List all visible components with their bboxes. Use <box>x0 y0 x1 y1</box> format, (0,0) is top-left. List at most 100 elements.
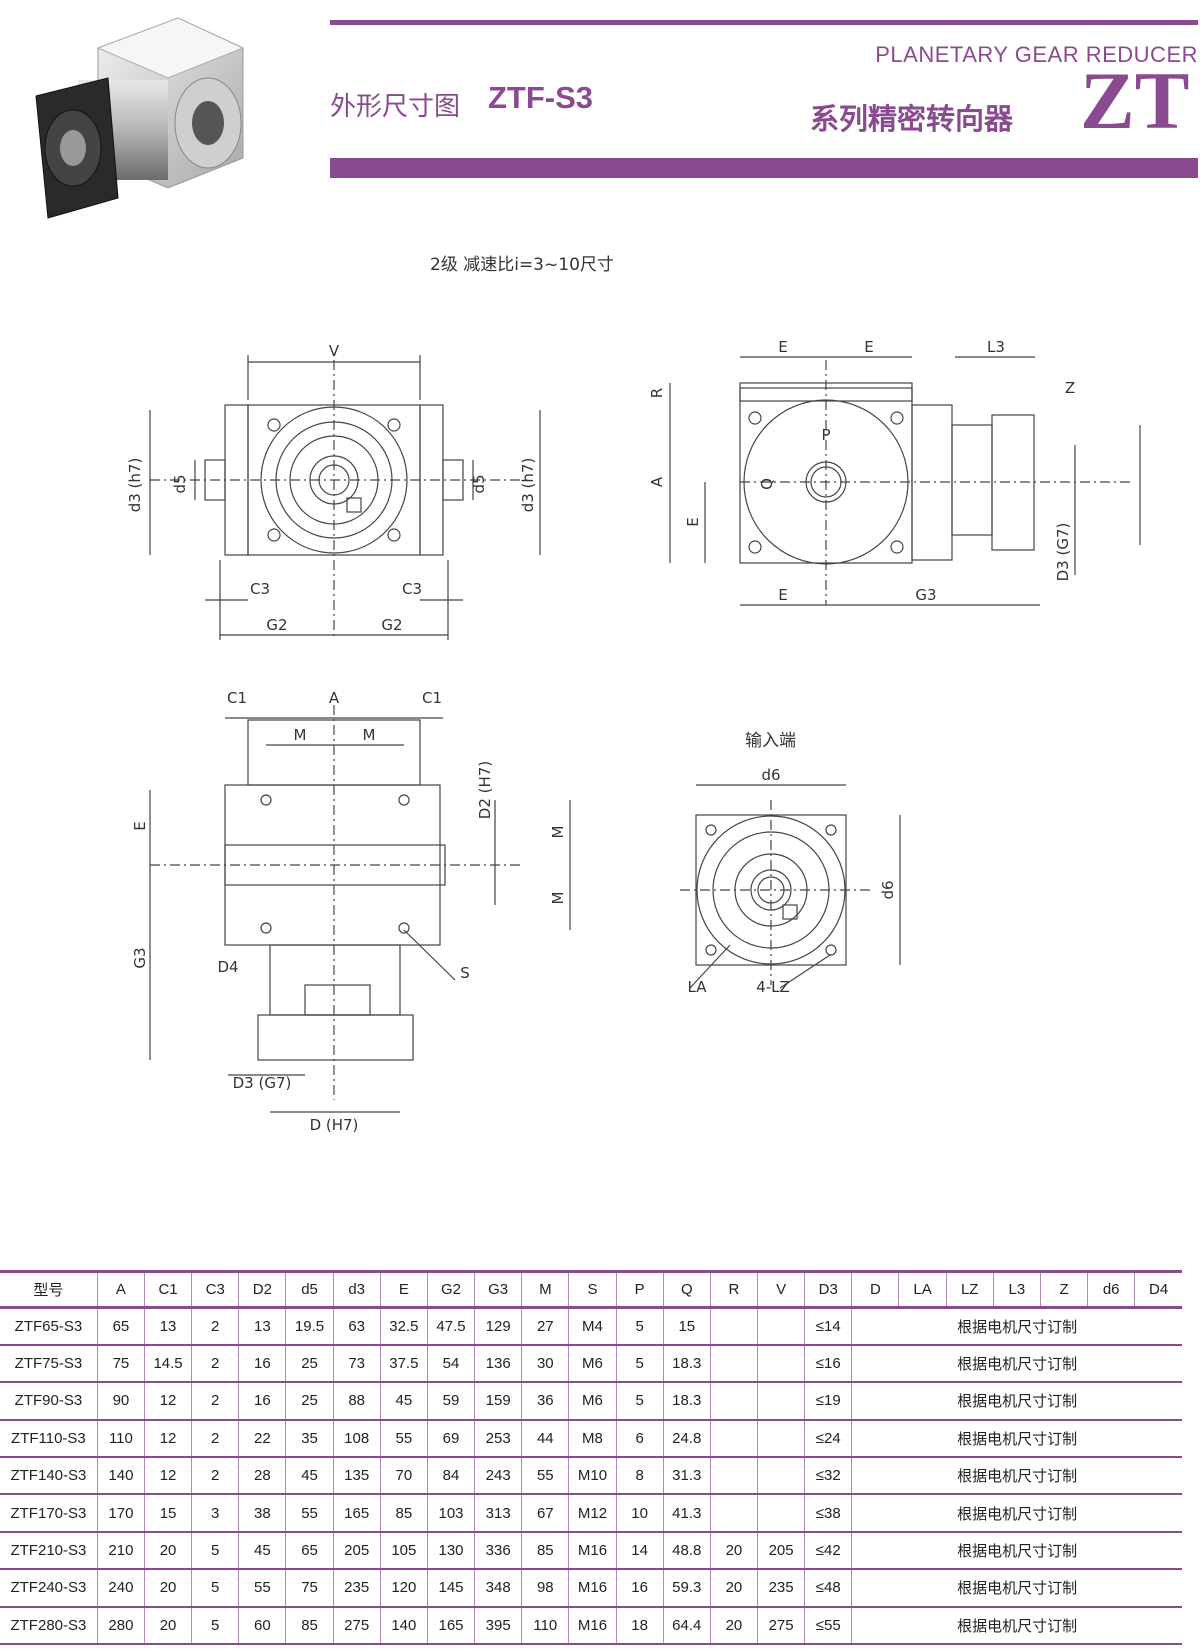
table-cell: 3 <box>191 1494 239 1532</box>
table-cell: 136 <box>474 1344 522 1383</box>
table-cell <box>757 1494 805 1532</box>
label-LA: LA <box>688 978 708 996</box>
model-cell: ZTF90-S3 <box>14 1392 83 1410</box>
column-header: D2 <box>238 1271 286 1308</box>
front-view <box>149 355 541 640</box>
table-cell: 63 <box>332 1307 381 1345</box>
column-header: P <box>615 1271 664 1308</box>
table-cell: 55 <box>285 1494 334 1532</box>
input-view <box>680 784 901 989</box>
table-cell: 59.3 <box>662 1569 711 1607</box>
table-cell: 24.8 <box>662 1419 711 1458</box>
model-cell: ZTF75-S3 <box>14 1355 83 1373</box>
table-cell: ≤32 <box>804 1457 852 1495</box>
table-cell: 336 <box>474 1531 522 1570</box>
table-cell: 159 <box>474 1382 522 1420</box>
table-cell: 31.3 <box>662 1457 711 1495</box>
table-cell: 243 <box>474 1457 522 1495</box>
table-cell: 165 <box>332 1494 381 1532</box>
table-cell: 313 <box>474 1494 522 1532</box>
table-cell: ≤55 <box>804 1606 852 1645</box>
table-cell: 5 <box>191 1606 239 1645</box>
label-M-2: M <box>363 726 376 744</box>
table-cell: 5 <box>615 1344 664 1383</box>
table-cell: 73 <box>332 1344 381 1383</box>
column-header: M <box>521 1271 569 1308</box>
custom-size-note: 根据电机尺寸订制 <box>851 1606 1182 1645</box>
label-R: R <box>648 388 666 398</box>
label-V: V <box>329 342 340 360</box>
label-C3-right: C3 <box>402 580 422 598</box>
table-cell: 18.3 <box>662 1382 711 1420</box>
table-cell: M12 <box>568 1494 617 1532</box>
table-cell: 27 <box>521 1307 569 1345</box>
table-cell: 110 <box>96 1419 145 1458</box>
label-M-3: M <box>549 826 567 839</box>
column-header: d6 <box>1087 1271 1135 1308</box>
table-cell: 10 <box>615 1494 664 1532</box>
column-header: 型号 <box>33 1282 64 1299</box>
table-cell: 5 <box>615 1307 664 1345</box>
table-cell: 12 <box>143 1457 192 1495</box>
column-header: d3 <box>332 1271 381 1308</box>
table-cell: 395 <box>474 1606 522 1645</box>
page-title-model: ZTF-S3 <box>488 80 594 115</box>
custom-size-note: 根据电机尺寸订制 <box>851 1382 1182 1420</box>
header-bottom-rule <box>330 158 1198 178</box>
table-cell: 16 <box>238 1344 286 1383</box>
table-cell: 275 <box>332 1606 381 1645</box>
label-E-top-view: E <box>131 821 149 830</box>
label-E-bottom: E <box>778 586 787 604</box>
table-cell: 20 <box>143 1606 192 1645</box>
table-cell: 55 <box>521 1457 569 1495</box>
table-cell: 2 <box>191 1419 239 1458</box>
brand-english-name: PLANETARY GEAR REDUCER <box>875 42 1198 67</box>
column-header: G3 <box>474 1271 522 1308</box>
table-cell: 18.3 <box>662 1344 711 1383</box>
table-cell: 75 <box>285 1569 334 1607</box>
table-cell: 25 <box>285 1382 334 1420</box>
custom-size-note: 根据电机尺寸订制 <box>851 1531 1182 1570</box>
table-cell: 13 <box>238 1307 286 1345</box>
table-cell: 45 <box>379 1382 428 1420</box>
table-cell: 2 <box>191 1344 239 1383</box>
column-header: D <box>851 1271 899 1308</box>
reduction-ratio-subtitle: 2级 减速比i=3~10尺寸 <box>430 255 614 275</box>
table-cell: 12 <box>143 1419 192 1458</box>
table-cell: 45 <box>238 1531 286 1570</box>
table-cell: 105 <box>379 1531 428 1570</box>
dimension-drawings: V d3 (h7) d5 d5 d3 (h7) C3 C3 G2 G2 E E … <box>126 338 1141 1134</box>
table-cell: 12 <box>143 1382 192 1420</box>
table-cell <box>709 1494 758 1532</box>
table-cell: M16 <box>568 1531 617 1570</box>
model-cell: ZTF65-S3 <box>14 1317 83 1335</box>
table-cell: ≤14 <box>804 1307 852 1345</box>
table-cell: ≤16 <box>804 1344 852 1383</box>
table-cell: 5 <box>191 1569 239 1607</box>
label-M-1: M <box>294 726 307 744</box>
table-cell: 5 <box>191 1531 239 1570</box>
table-cell: 145 <box>426 1569 475 1607</box>
table-cell: 35 <box>285 1419 334 1458</box>
label-D: D (H7) <box>310 1116 359 1134</box>
table-cell: M16 <box>568 1606 617 1645</box>
table-cell: 65 <box>285 1531 334 1570</box>
table-cell: 2 <box>191 1457 239 1495</box>
table-cell: 55 <box>379 1419 428 1458</box>
model-cell: ZTF210-S3 <box>10 1542 87 1560</box>
table-cell: 103 <box>426 1494 475 1532</box>
label-d5-right: d5 <box>470 474 488 493</box>
custom-size-note: 根据电机尺寸订制 <box>851 1494 1182 1532</box>
label-d5-left: d5 <box>171 474 189 493</box>
table-cell: 59 <box>426 1382 475 1420</box>
table-cell: 130 <box>426 1531 475 1570</box>
model-cell: ZTF140-S3 <box>10 1467 87 1485</box>
series-code-logo: ZT <box>1080 55 1190 146</box>
table-cell: 54 <box>426 1344 475 1383</box>
top-view <box>149 705 571 1113</box>
table-cell: ≤42 <box>804 1531 852 1570</box>
table-cell <box>709 1382 758 1420</box>
table-cell: 15 <box>662 1307 711 1345</box>
